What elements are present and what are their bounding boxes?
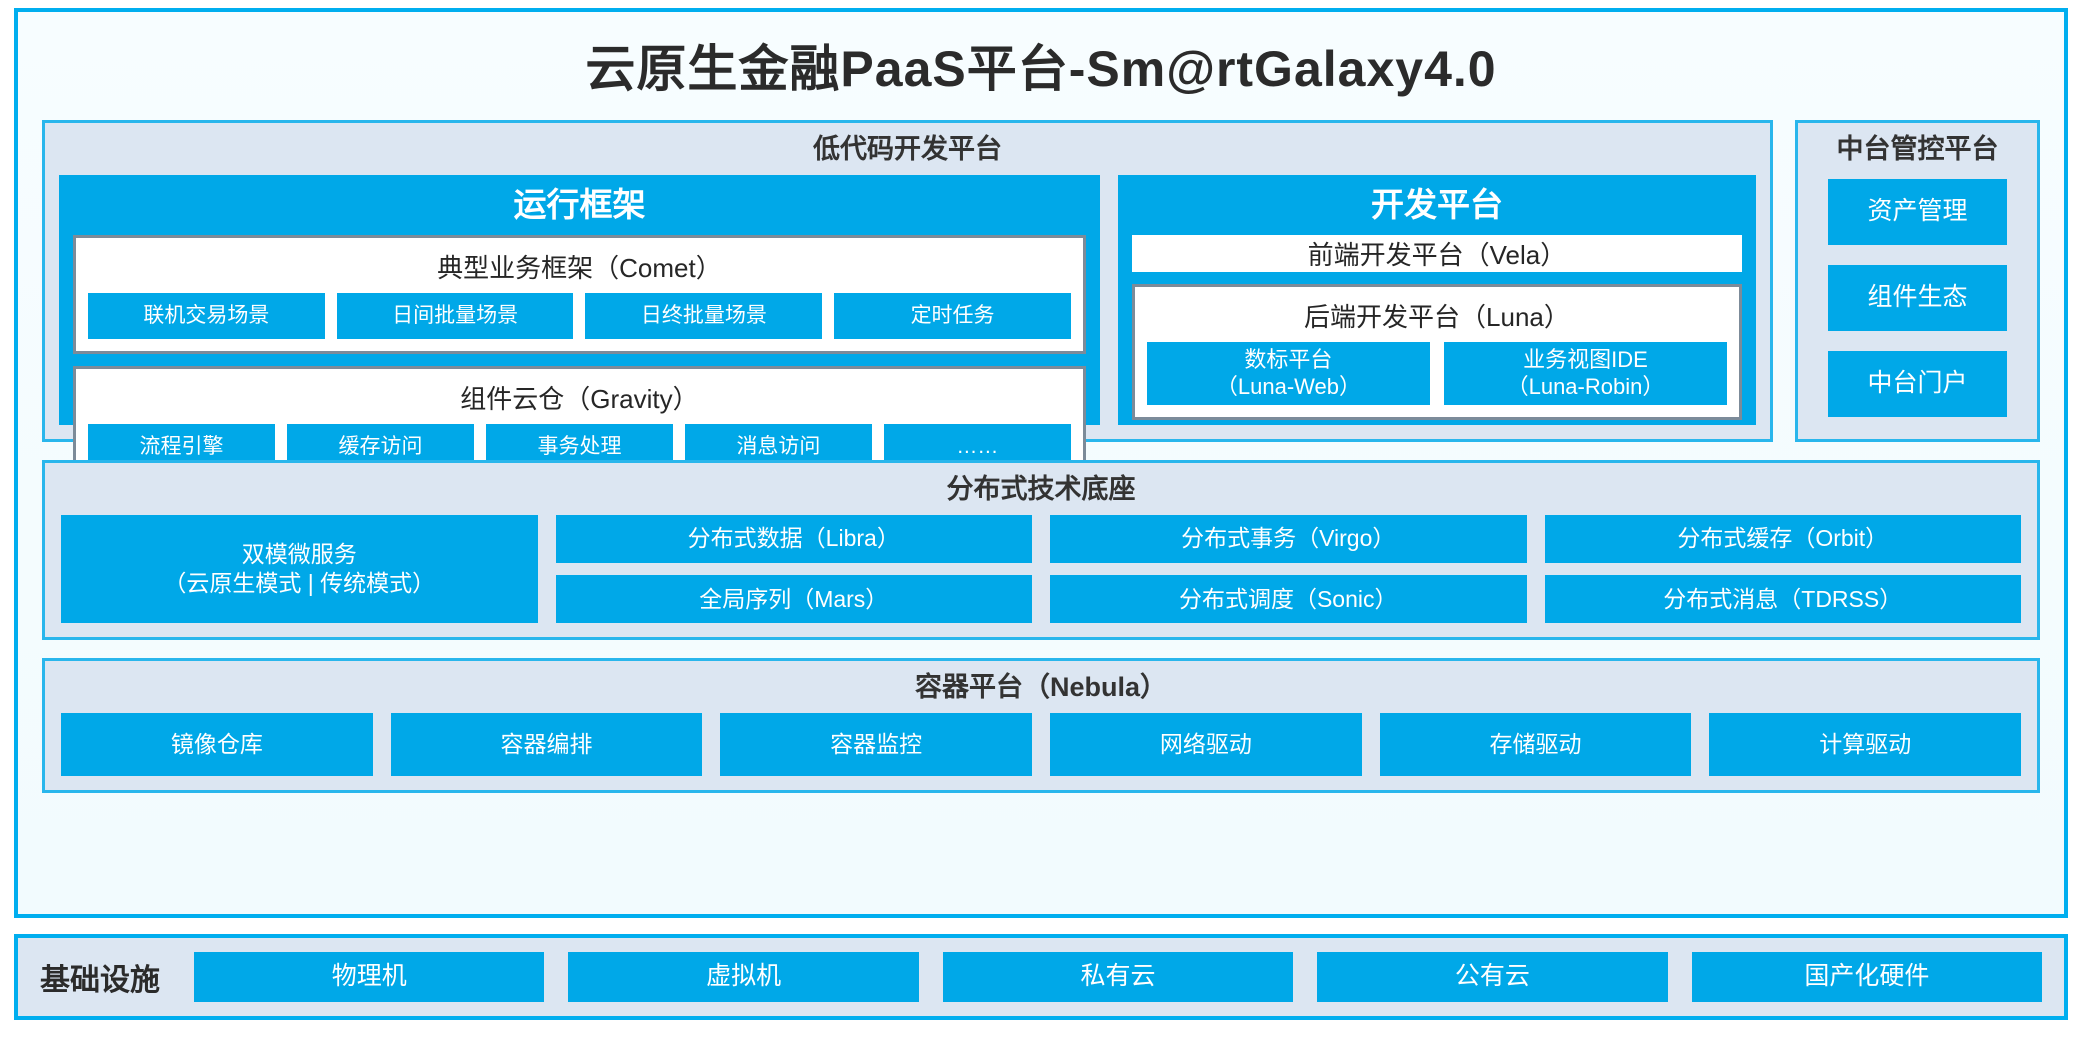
techbase-column-2: 分布式事务（Virgo） 分布式调度（Sonic） xyxy=(1050,514,1527,623)
lowcode-platform-panel: 低代码开发平台 运行框架 典型业务框架（Comet） 联机交易场景 日间批量场景… xyxy=(42,120,1773,485)
comet-title: 典型业务框架（Comet） xyxy=(437,252,722,283)
techbase-tile-libra[interactable]: 分布式数据（Libra） xyxy=(555,514,1032,563)
midplatform-tile-asset[interactable]: 资产管理 xyxy=(1828,178,2007,245)
infrastructure-tile-domestic-hardware[interactable]: 国产化硬件 xyxy=(1691,952,2043,1002)
techbase-column-3: 分布式缓存（Orbit） 分布式消息（TDRSS） xyxy=(1544,514,2021,623)
dualmode-line1: 双模微服务 xyxy=(241,541,357,568)
development-platform-title: 开发平台 xyxy=(1370,185,1503,223)
container-tile-network-driver[interactable]: 网络驱动 xyxy=(1050,712,1362,776)
infrastructure-bar: 基础设施 物理机 虚拟机 私有云 公有云 国产化硬件 xyxy=(14,934,2068,1020)
comet-tile[interactable]: 联机交易场景 xyxy=(88,292,325,339)
techbase-column-1: 分布式数据（Libra） 全局序列（Mars） xyxy=(555,514,1032,623)
development-platform-block: 开发平台 前端开发平台（Vela） 后端开发平台（Luna） 数标平台 （Lun… xyxy=(1117,174,1756,425)
platform-outer-card: 云原生金融PaaS平台-Sm@rtGalaxy4.0 低代码开发平台 运行框架 … xyxy=(14,8,2068,918)
techbase-tile-virgo[interactable]: 分布式事务（Virgo） xyxy=(1050,514,1527,563)
luna-title: 后端开发平台（Luna） xyxy=(1304,301,1570,332)
container-tile-monitoring[interactable]: 容器监控 xyxy=(720,712,1033,776)
luna-robin-line2: （Luna-Robin） xyxy=(1506,374,1665,400)
row-lowcode: 低代码开发平台 运行框架 典型业务框架（Comet） 联机交易场景 日间批量场景… xyxy=(42,120,2040,485)
comet-tile-group: 联机交易场景 日间批量场景 日终批量场景 定时任务 xyxy=(76,292,1083,351)
techbase-tile-mars[interactable]: 全局序列（Mars） xyxy=(555,574,1032,623)
container-tile-registry[interactable]: 镜像仓库 xyxy=(61,712,373,776)
luna-web-tile[interactable]: 数标平台 （Luna-Web） xyxy=(1146,341,1430,405)
luna-backend-box: 后端开发平台（Luna） 数标平台 （Luna-Web） 业务视图IDE （Lu… xyxy=(1131,283,1742,420)
container-platform-panel: 容器平台（Nebula） 镜像仓库 容器编排 容器监控 网络驱动 存储驱动 计算… xyxy=(42,658,2040,793)
midplatform-title: 中台管控平台 xyxy=(1836,134,1999,164)
techbase-panel: 分布式技术底座 双模微服务 （云原生模式 | 传统模式） 分布式数据（Libra… xyxy=(42,460,2040,640)
runtime-framework-title: 运行框架 xyxy=(513,185,646,223)
luna-robin-line1: 业务视图IDE xyxy=(1523,346,1648,372)
container-tile-storage-driver[interactable]: 存储驱动 xyxy=(1379,712,1692,776)
page-title: 云原生金融PaaS平台-Sm@rtGalaxy4.0 xyxy=(585,41,1497,97)
midplatform-tile-portal[interactable]: 中台门户 xyxy=(1828,350,2007,418)
gravity-title: 组件云仓（Gravity） xyxy=(460,383,699,414)
comet-tile[interactable]: 日间批量场景 xyxy=(336,292,574,339)
dualmode-microservice-tile[interactable]: 双模微服务 （云原生模式 | 传统模式） xyxy=(61,514,538,623)
midplatform-tile-group: 资产管理 组件生态 中台门户 xyxy=(1798,175,2037,439)
comet-tile[interactable]: 日终批量场景 xyxy=(585,292,823,339)
infrastructure-tile-virtual[interactable]: 虚拟机 xyxy=(568,952,919,1002)
infrastructure-tile-public-cloud[interactable]: 公有云 xyxy=(1317,952,1668,1002)
luna-web-line1: 数标平台 xyxy=(1244,346,1333,372)
techbase-tile-sonic[interactable]: 分布式调度（Sonic） xyxy=(1050,574,1527,623)
techbase-body: 双模微服务 （云原生模式 | 传统模式） 分布式数据（Libra） 全局序列（M… xyxy=(45,514,2037,637)
midplatform-tile-component[interactable]: 组件生态 xyxy=(1828,264,2007,331)
dualmode-wrapper: 双模微服务 （云原生模式 | 传统模式） xyxy=(61,514,538,623)
luna-robin-tile[interactable]: 业务视图IDE （Luna-Robin） xyxy=(1443,341,1727,405)
comet-tile[interactable]: 定时任务 xyxy=(834,292,1071,339)
lowcode-platform-body: 运行框架 典型业务框架（Comet） 联机交易场景 日间批量场景 日终批量场景 … xyxy=(45,174,1770,485)
techbase-tile-orbit[interactable]: 分布式缓存（Orbit） xyxy=(1544,514,2021,563)
runtime-framework-block: 运行框架 典型业务框架（Comet） 联机交易场景 日间批量场景 日终批量场景 … xyxy=(59,174,1100,485)
container-tile-compute-driver[interactable]: 计算驱动 xyxy=(1709,712,2022,776)
midplatform-panel: 中台管控平台 资产管理 组件生态 中台门户 xyxy=(1795,120,2040,442)
container-tile-orchestration[interactable]: 容器编排 xyxy=(390,712,703,776)
vela-frontend-box[interactable]: 前端开发平台（Vela） xyxy=(1131,234,1742,272)
infrastructure-tile-private-cloud[interactable]: 私有云 xyxy=(942,952,1294,1002)
dualmode-line2: （云原生模式 | 传统模式） xyxy=(163,569,436,596)
luna-tile-group: 数标平台 （Luna-Web） 业务视图IDE （Luna-Robin） xyxy=(1135,341,1739,417)
lowcode-platform-title: 低代码开发平台 xyxy=(813,134,1002,164)
infrastructure-tile-group: 物理机 虚拟机 私有云 公有云 国产化硬件 xyxy=(194,952,2043,1002)
infrastructure-tile-physical[interactable]: 物理机 xyxy=(194,952,545,1002)
luna-web-line2: （Luna-Web） xyxy=(1215,374,1361,400)
infrastructure-label: 基础设施 xyxy=(40,964,160,997)
container-tile-group: 镜像仓库 容器编排 容器监控 网络驱动 存储驱动 计算驱动 xyxy=(45,712,2037,790)
techbase-title: 分布式技术底座 xyxy=(946,474,1136,504)
comet-box: 典型业务框架（Comet） 联机交易场景 日间批量场景 日终批量场景 定时任务 xyxy=(73,234,1086,354)
container-platform-title: 容器平台（Nebula） xyxy=(914,672,1168,702)
techbase-tile-tdrss[interactable]: 分布式消息（TDRSS） xyxy=(1544,574,2021,623)
